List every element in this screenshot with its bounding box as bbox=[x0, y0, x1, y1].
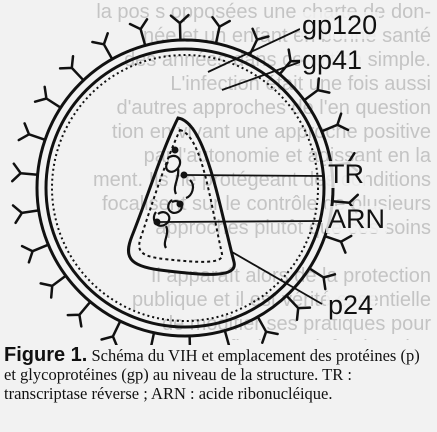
glycoprotein-spike bbox=[302, 77, 331, 102]
glycoprotein-spike bbox=[33, 85, 62, 109]
leader-gp120 bbox=[207, 28, 301, 73]
glycoprotein-spike bbox=[150, 331, 156, 345]
envelope-glycoprotein-spikes bbox=[10, 13, 360, 345]
leader-lines bbox=[159, 28, 323, 305]
rna-strands bbox=[152, 154, 195, 249]
glycoprotein-spike bbox=[100, 319, 122, 345]
glycoprotein-spike bbox=[308, 267, 337, 291]
glycoprotein-spike bbox=[17, 122, 47, 142]
leader-arn bbox=[159, 220, 323, 223]
capsid-p24-inner bbox=[138, 128, 224, 263]
glycoprotein-spike bbox=[11, 204, 40, 225]
label-tr: TR bbox=[326, 159, 366, 189]
glycoprotein-spike bbox=[188, 334, 192, 345]
glycoprotein-spike bbox=[58, 55, 85, 82]
caption-text: Schéma du VIH et emplacement des protéin… bbox=[4, 346, 420, 403]
glycoprotein-spike bbox=[66, 300, 92, 328]
glycoprotein-spike bbox=[20, 243, 50, 264]
label-p24: p24 bbox=[326, 290, 376, 320]
label-gp120: gp120 bbox=[300, 10, 380, 40]
viral-envelope-inner bbox=[44, 47, 326, 329]
matrix-layer bbox=[51, 54, 319, 322]
leader-p24 bbox=[231, 251, 323, 305]
glycoprotein-spike bbox=[223, 329, 231, 345]
figure-label: Figure 1. bbox=[4, 344, 88, 366]
glycoprotein-spike bbox=[285, 294, 312, 321]
figure-caption: Figure 1. Schéma du VIH et emplacement d… bbox=[4, 344, 434, 403]
background-page-text: la pos s opposées une charte de don- née… bbox=[93, 1, 431, 340]
glycoprotein-spike bbox=[320, 112, 350, 133]
glycoprotein-spike bbox=[169, 13, 190, 42]
capsid-p24-outer bbox=[127, 116, 236, 276]
leader-gp41 bbox=[221, 61, 301, 91]
glycoprotein-spike bbox=[39, 274, 68, 299]
reverse-transcriptase-molecules bbox=[153, 146, 188, 226]
glycoprotein-spike bbox=[128, 18, 149, 47]
label-gp41: gp41 bbox=[300, 45, 365, 75]
hiv-virion-diagram bbox=[10, 13, 360, 345]
glycoprotein-spike bbox=[91, 32, 114, 61]
glycoprotein-spike bbox=[10, 162, 39, 183]
glycoprotein-spike bbox=[256, 315, 279, 344]
glycoprotein-spike bbox=[323, 234, 353, 254]
viral-envelope-outer bbox=[35, 38, 335, 338]
label-arn: ARN bbox=[326, 204, 388, 234]
glycoprotein-spike bbox=[211, 16, 231, 45]
leader-tr bbox=[185, 174, 323, 177]
